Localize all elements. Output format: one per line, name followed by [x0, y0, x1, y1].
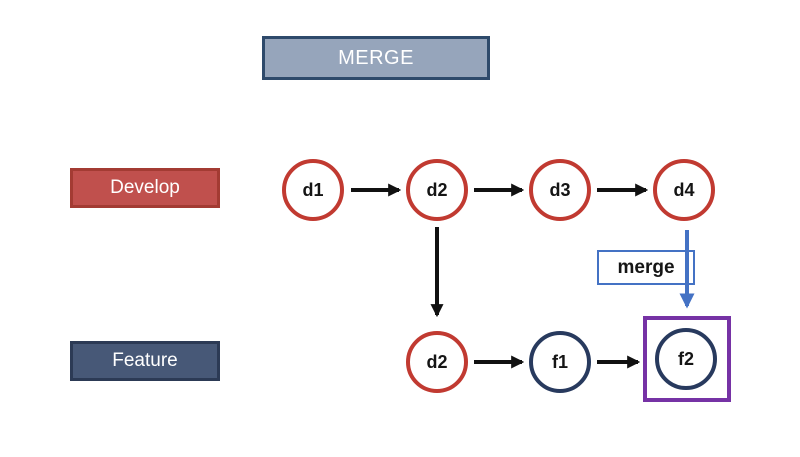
feature-branch-label: Feature [70, 341, 220, 381]
commit-node-f1-label: f1 [551, 351, 568, 372]
commit-node-feature-d2: d2 [406, 331, 468, 393]
commit-node-d2: d2 [406, 159, 468, 221]
merge-tag-label: merge [617, 256, 675, 278]
develop-branch-label: Develop [70, 168, 220, 208]
merge-title-label: MERGE [338, 46, 414, 69]
commit-node-d2-label: d2 [426, 179, 448, 200]
commit-node-d1-label: d1 [302, 179, 324, 200]
commit-node-feature-d2-label: d2 [426, 351, 448, 372]
commit-node-d4: d4 [653, 159, 715, 221]
merge-tag-box: merge [597, 250, 695, 285]
commit-node-f1: f1 [529, 331, 591, 393]
commit-node-d3: d3 [529, 159, 591, 221]
develop-branch-text: Develop [110, 177, 180, 198]
commit-node-d3-label: d3 [549, 179, 571, 200]
merge-title-box: MERGE [262, 36, 490, 80]
commit-node-f2-label: f2 [677, 348, 694, 369]
commit-node-d1: d1 [282, 159, 344, 221]
merge-target-highlight-frame [643, 316, 731, 402]
commit-node-f2: f2 [655, 328, 717, 390]
commit-node-d4-label: d4 [673, 179, 695, 200]
feature-branch-text: Feature [112, 350, 178, 371]
